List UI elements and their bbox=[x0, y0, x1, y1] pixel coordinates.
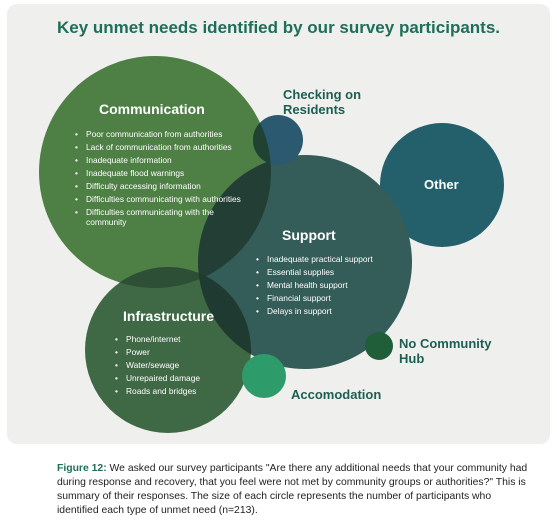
bubble-accomodation bbox=[242, 354, 286, 398]
communication-label: Communication bbox=[99, 101, 205, 117]
figure-number: Figure 12: bbox=[57, 463, 107, 474]
list-item: Phone/internet bbox=[114, 334, 234, 345]
overlap-support-infrastructure bbox=[198, 267, 251, 369]
list-item: Mental health support bbox=[255, 280, 405, 291]
list-item: Power bbox=[114, 347, 234, 358]
accomodation-label: Accomodation bbox=[291, 387, 382, 402]
list-item: Unrepaired damage bbox=[114, 373, 234, 384]
list-item: Inadequate flood warnings bbox=[74, 168, 244, 179]
list-item: Difficulties communicating with authorit… bbox=[74, 194, 244, 205]
list-item: Difficulties communicating with the comm… bbox=[74, 207, 244, 228]
infrastructure-label: Infrastructure bbox=[123, 308, 215, 324]
list-item: Essential supplies bbox=[255, 267, 405, 278]
list-item: Inadequate practical support bbox=[255, 254, 405, 265]
list-item: Difficulty accessing information bbox=[74, 181, 244, 192]
list-item: Water/sewage bbox=[114, 360, 234, 371]
communication-list: Poor communication from authorities Lack… bbox=[74, 129, 244, 230]
other-label: Other bbox=[424, 177, 459, 192]
list-item: Inadequate information bbox=[74, 155, 244, 166]
bubble-no-community-hub bbox=[365, 332, 393, 360]
list-item: Lack of communication from authorities bbox=[74, 142, 244, 153]
caption-text: We asked our survey participants "Are th… bbox=[57, 463, 528, 516]
no-community-hub-label: No Community Hub bbox=[399, 336, 492, 366]
list-item: Delays in support bbox=[255, 306, 405, 317]
list-item: Roads and bridges bbox=[114, 386, 234, 397]
support-label: Support bbox=[282, 227, 336, 243]
list-item: Financial support bbox=[255, 293, 405, 304]
bubble-other bbox=[380, 123, 504, 247]
checking-on-residents-label: Checking on Residents bbox=[283, 87, 362, 117]
diagram-title: Key unmet needs identified by our survey… bbox=[56, 18, 501, 37]
overlap-communication-support bbox=[198, 155, 271, 288]
infrastructure-list: Phone/internet Power Water/sewage Unrepa… bbox=[114, 334, 234, 399]
list-item: Poor communication from authorities bbox=[74, 129, 244, 140]
figure-caption: Figure 12: We asked our survey participa… bbox=[57, 462, 535, 518]
support-list: Inadequate practical support Essential s… bbox=[255, 254, 405, 319]
